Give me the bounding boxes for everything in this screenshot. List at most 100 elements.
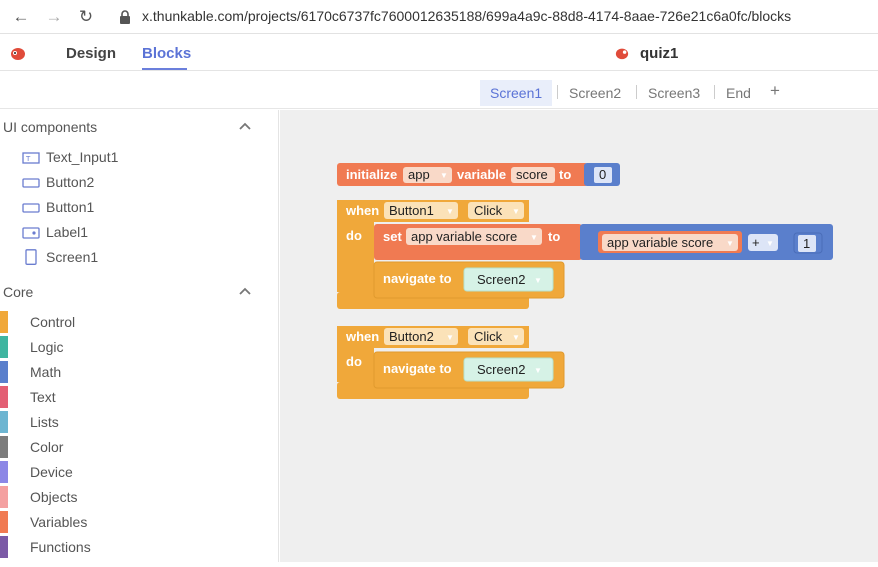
label-icon bbox=[22, 227, 40, 239]
block-keyword: initialize bbox=[346, 167, 397, 182]
chevron-up-icon[interactable] bbox=[238, 121, 252, 131]
svg-text:T: T bbox=[25, 155, 31, 163]
screen-tabs-bar: Screen1 Screen2 Screen3 End + bbox=[0, 72, 878, 109]
component-screen1[interactable]: Screen1 bbox=[22, 248, 242, 268]
lock-icon bbox=[120, 10, 130, 24]
add-screen-button[interactable]: + bbox=[770, 81, 780, 100]
tab-design[interactable]: Design bbox=[66, 45, 117, 62]
screen-tab-screen1[interactable]: Screen1 bbox=[480, 80, 553, 106]
category-label: Color bbox=[30, 439, 64, 455]
core-category-functions[interactable]: Functions bbox=[0, 536, 270, 560]
event-value: Click bbox=[474, 329, 503, 344]
event-dropdown[interactable] bbox=[468, 202, 524, 219]
core-category-color[interactable]: Color bbox=[0, 436, 270, 460]
tab-blocks[interactable]: Blocks bbox=[142, 45, 192, 62]
component-label: Button1 bbox=[46, 199, 95, 215]
core-category-text[interactable]: Text bbox=[0, 386, 270, 410]
category-label: Control bbox=[30, 314, 76, 330]
core-category-control[interactable]: Control bbox=[0, 311, 270, 335]
set-target-dropdown[interactable] bbox=[406, 228, 542, 245]
screen-value: Screen2 bbox=[477, 272, 525, 287]
category-color-swatch bbox=[0, 386, 8, 408]
set-target-value: app variable score bbox=[411, 229, 517, 244]
event-dropdown[interactable] bbox=[468, 328, 524, 345]
component-text-input1[interactable]: T Text_Input1 bbox=[22, 148, 242, 168]
variable-name-field[interactable] bbox=[511, 167, 555, 183]
project-name[interactable]: quiz1 bbox=[640, 45, 679, 62]
screen-tab-screen3[interactable]: Screen3 bbox=[648, 85, 701, 101]
category-label: Logic bbox=[30, 339, 64, 355]
screen-tab-screen2[interactable]: Screen2 bbox=[569, 85, 622, 101]
dropdown-arrow-icon: ▼ bbox=[512, 207, 520, 216]
core-category-logic[interactable]: Logic bbox=[0, 336, 270, 360]
reload-icon[interactable]: ↻ bbox=[78, 7, 94, 26]
event-value: Click bbox=[474, 203, 503, 218]
url-bar[interactable]: x.thunkable.com/projects/6170c6737fc7600… bbox=[142, 8, 792, 24]
project-icon bbox=[615, 48, 629, 60]
category-label: Math bbox=[30, 364, 62, 380]
block-keyword: set bbox=[383, 229, 402, 244]
initialize-variable-block[interactable]: initialize app ▼ variable score to 0 bbox=[337, 163, 620, 186]
core-category-variables[interactable]: Variables bbox=[0, 511, 270, 535]
screen-value: Screen2 bbox=[477, 362, 525, 377]
number-field[interactable] bbox=[594, 167, 612, 183]
category-label: Functions bbox=[30, 539, 91, 555]
core-title[interactable]: Core bbox=[3, 284, 34, 300]
component-value: Button2 bbox=[389, 329, 434, 344]
when-button2-click-block[interactable]: when Button2 ▼ Click ▼ do navigate to Sc… bbox=[337, 326, 565, 399]
core-category-math[interactable]: Math bbox=[0, 361, 270, 385]
component-dropdown[interactable] bbox=[384, 328, 458, 345]
blocks-workspace[interactable]: initialize app ▼ variable score to 0 whe… bbox=[280, 110, 878, 562]
get-variable-value: app variable score bbox=[607, 235, 713, 250]
thunkable-logo-icon[interactable] bbox=[9, 45, 27, 61]
scope-dropdown[interactable] bbox=[403, 167, 452, 183]
back-icon[interactable]: ← bbox=[12, 7, 30, 26]
forward-icon[interactable]: → bbox=[45, 7, 63, 26]
dropdown-arrow-icon: ▼ bbox=[446, 333, 454, 342]
component-label: Text_Input1 bbox=[46, 149, 119, 165]
block-keyword: to bbox=[548, 229, 560, 244]
screen-dropdown[interactable] bbox=[463, 357, 554, 382]
category-color-swatch bbox=[0, 311, 8, 333]
block-keyword: when bbox=[345, 203, 379, 218]
button-icon bbox=[22, 203, 40, 213]
dropdown-arrow-icon: ▼ bbox=[534, 276, 542, 285]
block-keyword: do bbox=[346, 228, 362, 243]
category-color-swatch bbox=[0, 511, 8, 533]
get-variable-dropdown[interactable] bbox=[602, 234, 738, 251]
number-field[interactable] bbox=[798, 235, 816, 252]
number-value: 0 bbox=[599, 167, 606, 182]
block-keyword: navigate to bbox=[383, 361, 452, 376]
component-button2[interactable]: Button2 bbox=[22, 173, 242, 193]
app-header: Design Blocks quiz1 bbox=[0, 35, 878, 71]
active-tab-underline bbox=[142, 68, 187, 70]
screen-dropdown[interactable] bbox=[463, 267, 554, 292]
ui-components-title[interactable]: UI components bbox=[3, 119, 98, 135]
component-dropdown[interactable] bbox=[384, 202, 458, 219]
block-keyword: do bbox=[346, 354, 362, 369]
when-button1-click-block[interactable]: when Button1 ▼ Click ▼ do set app variab… bbox=[337, 200, 833, 309]
component-label1[interactable]: Label1 bbox=[22, 223, 242, 243]
screen-tab-end[interactable]: End bbox=[726, 85, 751, 101]
block-keyword: to bbox=[559, 167, 571, 182]
core-category-objects[interactable]: Objects bbox=[0, 486, 270, 510]
core-category-lists[interactable]: Lists bbox=[0, 411, 270, 435]
component-value: Button1 bbox=[389, 203, 434, 218]
component-button1[interactable]: Button1 bbox=[22, 198, 242, 218]
operator-dropdown[interactable] bbox=[748, 234, 778, 251]
blocks-sidebar: UI components T Text_Input1 Button2 Butt… bbox=[0, 110, 279, 562]
screen-separator bbox=[557, 85, 558, 99]
operator-value: + bbox=[752, 235, 760, 250]
category-color-swatch bbox=[0, 436, 8, 458]
core-category-device[interactable]: Device bbox=[0, 461, 270, 485]
chevron-up-icon[interactable] bbox=[238, 286, 252, 296]
scope-value: app bbox=[408, 167, 430, 182]
dropdown-arrow-icon: ▼ bbox=[534, 366, 542, 375]
component-label: Screen1 bbox=[46, 249, 99, 265]
screen-icon bbox=[25, 249, 37, 265]
screen-separator bbox=[714, 85, 715, 99]
dropdown-arrow-icon: ▼ bbox=[530, 233, 538, 242]
category-label: Device bbox=[30, 464, 73, 480]
category-color-swatch bbox=[0, 336, 8, 358]
dropdown-arrow-icon: ▼ bbox=[512, 333, 520, 342]
